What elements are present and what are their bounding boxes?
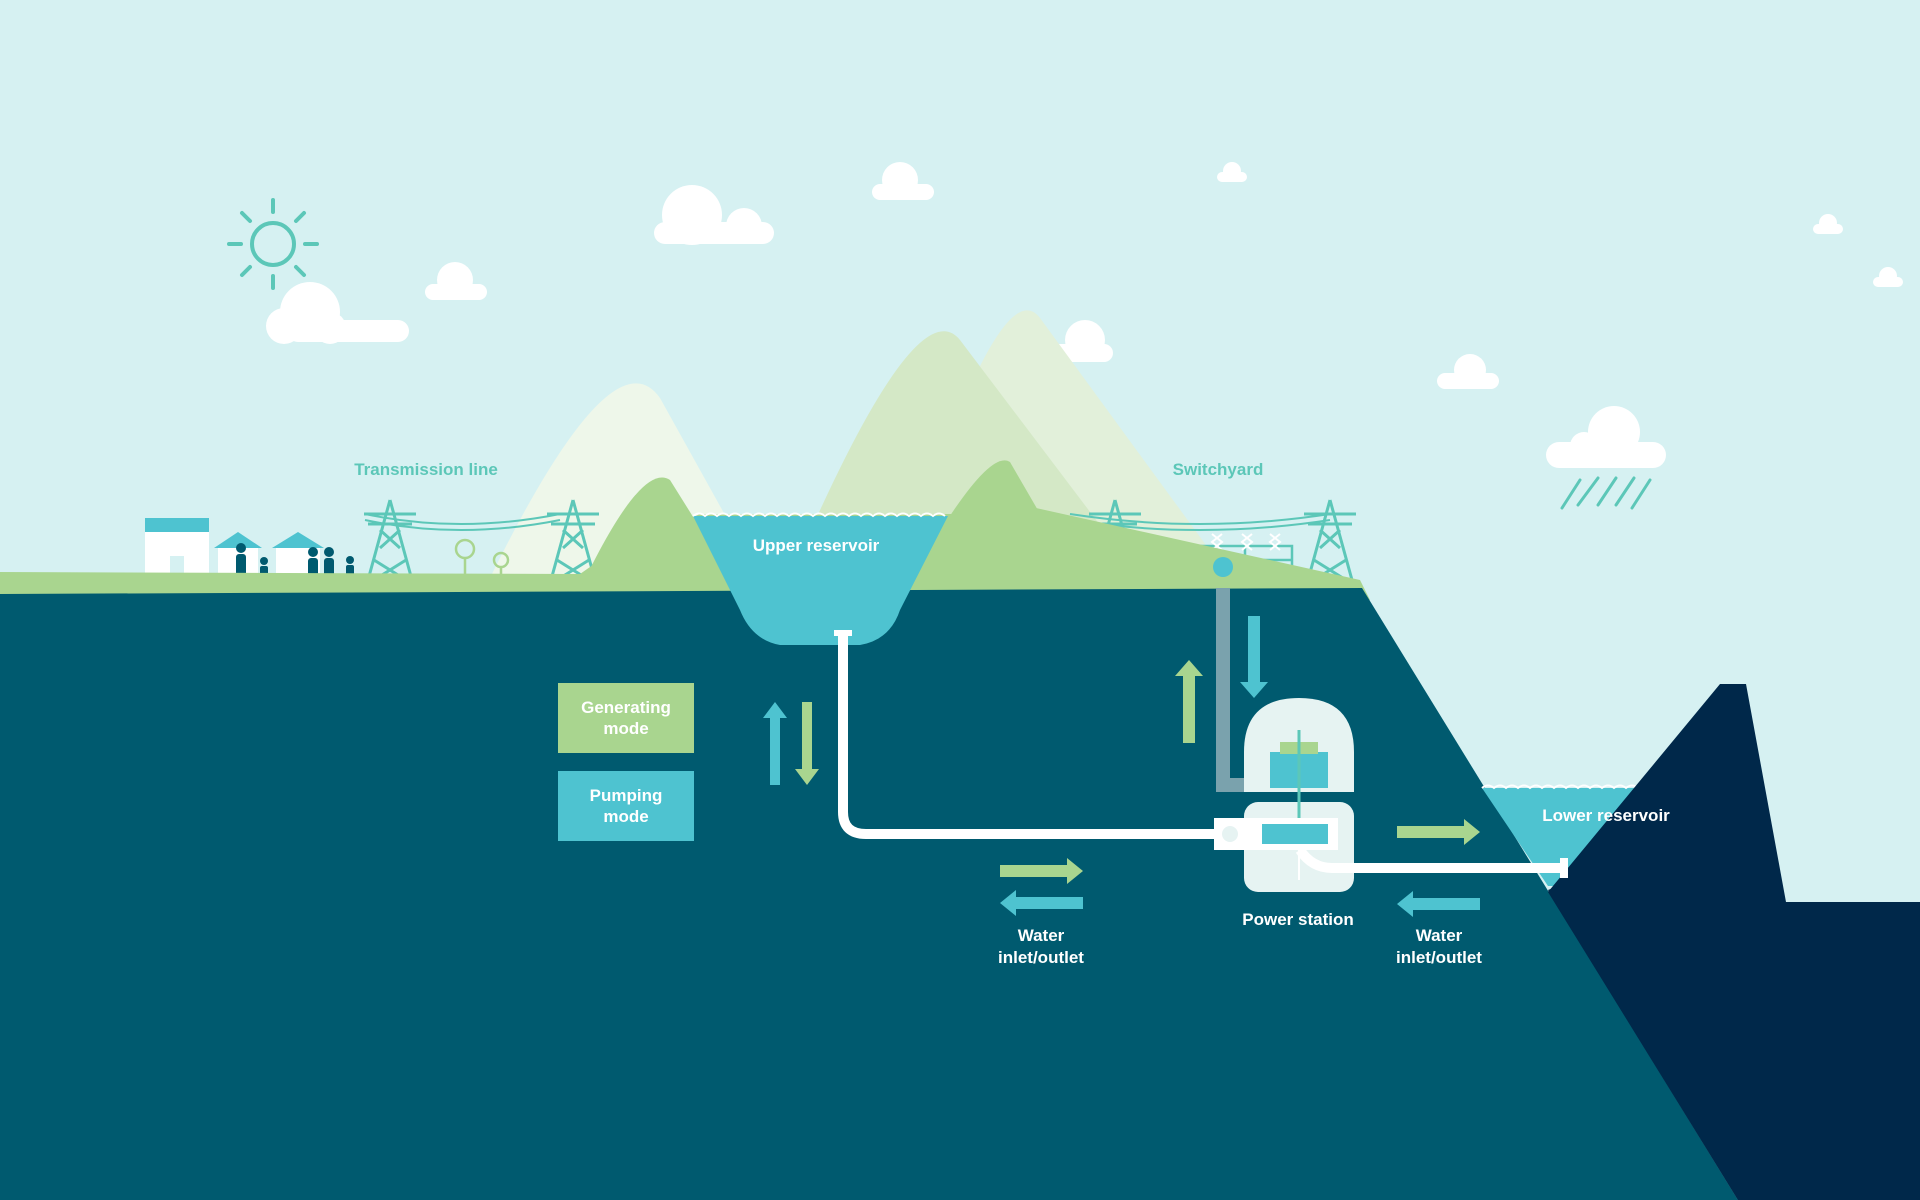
- cloud-icon: [1217, 162, 1247, 182]
- cloud-icon: [872, 162, 934, 200]
- arrow-up-icon: [1175, 660, 1203, 743]
- hill: [900, 460, 1090, 600]
- cloud-icon: [425, 262, 487, 300]
- water-pipe-upper: [838, 632, 1240, 839]
- arrow-up-icon: [763, 702, 787, 785]
- water-pipe-lower: [1295, 847, 1566, 873]
- sun-icon: [227, 198, 319, 290]
- label-water-inlet-outlet-1-line2: inlet/outlet: [998, 948, 1084, 967]
- pylon-icon: [1304, 499, 1356, 582]
- cloud-icon: [1813, 214, 1843, 234]
- legend-pumping-line2: mode: [603, 807, 649, 826]
- label-lower-reservoir: Lower reservoir: [1542, 806, 1670, 825]
- label-water-inlet-outlet-1: Water: [1018, 926, 1065, 945]
- label-water-inlet-outlet-2-line2: inlet/outlet: [1396, 948, 1482, 967]
- pipe-outlet: [1560, 858, 1568, 878]
- label-upper-reservoir: Upper reservoir: [753, 536, 880, 555]
- label-switchyard: Switchyard: [1173, 460, 1264, 479]
- arrow-right-icon: [1000, 858, 1083, 884]
- cloud-icon: [1546, 406, 1666, 468]
- legend-generating-line1: Generating: [581, 698, 671, 717]
- shop-icon: [145, 518, 209, 580]
- pylon-icon: [364, 499, 416, 582]
- arrow-right-icon: [1397, 819, 1480, 845]
- legend-generating-mode: Generating mode: [558, 683, 694, 753]
- switchyard-insulators-icon: [1210, 533, 1282, 551]
- cloud-icon: [1873, 267, 1903, 287]
- pipe-intake: [834, 630, 852, 636]
- legend-generating-line2: mode: [603, 719, 649, 738]
- arrow-left-icon: [1397, 891, 1480, 917]
- cloud-icon: [654, 185, 774, 245]
- label-transmission-line: Transmission line: [354, 460, 498, 479]
- cloud-icon: [1437, 354, 1499, 389]
- transformer-icon: [1213, 557, 1233, 577]
- arrow-down-icon: [1240, 616, 1268, 698]
- rain-icon: [1560, 476, 1652, 510]
- dam: [1548, 684, 1920, 1200]
- turbine-icon: [1262, 824, 1328, 844]
- legend-pumping-line1: Pumping: [589, 786, 663, 805]
- legend-pumping-mode: Pumping mode: [558, 771, 694, 841]
- lower-reservoir-bed: [1548, 881, 1740, 1200]
- cloud-icon: [266, 282, 409, 344]
- pylon-icon: [547, 499, 599, 582]
- water-waves: [692, 512, 946, 518]
- switchyard-shaft: [1216, 588, 1255, 792]
- arrow-down-icon: [795, 702, 819, 785]
- label-power-station: Power station: [1242, 910, 1353, 929]
- label-water-inlet-outlet-2: Water: [1416, 926, 1463, 945]
- upper-reservoir-water: [693, 516, 948, 645]
- hill: [575, 477, 740, 600]
- arrow-left-icon: [1000, 890, 1083, 916]
- valve-icon: [1222, 826, 1238, 842]
